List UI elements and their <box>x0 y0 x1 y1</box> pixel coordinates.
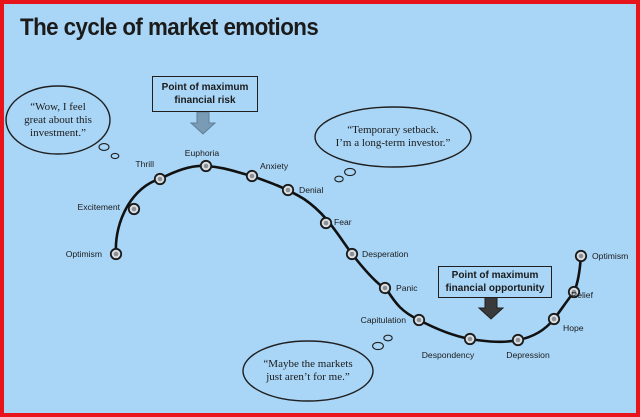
stage-optimism-return: Optimism <box>574 249 628 263</box>
stage-label-anxiety: Anxiety <box>260 161 289 171</box>
stage-marker-core-panic <box>382 285 388 291</box>
stage-label-panic: Panic <box>396 283 418 293</box>
thought-bubble-dot <box>110 152 120 160</box>
stage-label-desperation: Desperation <box>362 249 409 259</box>
stage-marker-core-relief <box>571 289 577 295</box>
euphoric-thought-line2: great about this <box>24 113 92 126</box>
stage-marker-core-excitement <box>131 206 137 212</box>
stage-hope: Hope <box>547 312 584 333</box>
stage-label-despondency: Despondency <box>422 350 475 360</box>
stage-fear: Fear <box>319 216 352 230</box>
stage-marker-core-depression <box>515 337 521 343</box>
capitulation-thought-text: “Maybe the markets just aren’t for me.” <box>246 344 370 398</box>
denial-thought-line2: I’m a long-term investor.” <box>335 137 451 149</box>
risk-callout-box: Point of maximum financial risk <box>152 76 258 112</box>
thought-bubble-dot <box>98 143 110 151</box>
opportunity-callout-line1: Point of maximum <box>451 270 539 281</box>
stage-label-optimism-return: Optimism <box>592 251 628 261</box>
risk-callout-line1: Point of maximum <box>161 82 249 93</box>
stage-marker-core-desperation <box>349 251 355 257</box>
stage-marker-core-hope <box>551 316 557 322</box>
stage-euphoria: Euphoria <box>185 148 220 173</box>
stage-marker-core-anxiety <box>249 173 255 179</box>
denial-thought-line1: “Temporary setback. <box>347 124 439 136</box>
emotion-cycle-diagram: Optimism Excitement Thrill EuphoriaAnxietyD… <box>5 85 629 402</box>
denial-thought-bubble <box>314 106 472 168</box>
euphoric-thought-line1: “Wow, I feel <box>30 100 86 113</box>
capitulation-thought-line2: just aren’t for me.” <box>266 371 350 383</box>
opportunity-pointer-arrow <box>477 296 505 320</box>
opportunity-callout-line2: financial opportunity <box>445 283 545 294</box>
stage-marker-core-capitulation <box>416 317 422 323</box>
euphoric-thought-text: “Wow, I feel great about this investment… <box>10 88 106 152</box>
stage-label-denial: Denial <box>299 185 323 195</box>
thought-bubble-dot <box>383 334 393 342</box>
stage-marker-core-thrill <box>157 176 163 182</box>
stage-depression: Depression <box>506 333 550 360</box>
stage-optimism: Optimism <box>66 247 123 261</box>
diagram-title: The cycle of market emotions <box>20 14 319 41</box>
opportunity-callout-box: Point of maximum financial opportunity <box>438 266 552 298</box>
risk-callout-line2: financial risk <box>174 95 236 106</box>
stage-label-excitement: Excitement <box>77 202 120 212</box>
thought-bubble-dot <box>334 175 344 183</box>
stage-marker-core-optimism-return <box>578 253 584 259</box>
thought-bubble-dot <box>372 341 384 351</box>
stage-excitement: Excitement <box>77 202 141 216</box>
stage-capitulation: Capitulation <box>361 313 426 327</box>
stage-marker-core-euphoria <box>203 163 209 169</box>
capitulation-thought-line1: “Maybe the markets <box>263 358 353 370</box>
denial-thought-text: “Temporary setback. I’m a long-term inve… <box>319 110 467 164</box>
stage-label-optimism: Optimism <box>66 249 102 259</box>
euphoric-thought-bubble <box>5 85 111 155</box>
stage-label-hope: Hope <box>563 323 584 333</box>
capitulation-thought-bubble <box>242 340 374 402</box>
stage-denial: Denial <box>281 183 323 197</box>
thought-bubble-dot <box>344 167 356 177</box>
stage-marker-core-denial <box>285 187 291 193</box>
stage-label-thrill: Thrill <box>135 159 154 169</box>
stage-label-depression: Depression <box>506 350 550 360</box>
stage-despondency: Despondency <box>422 332 477 360</box>
stage-label-fear: Fear <box>334 217 352 227</box>
stage-marker-core-fear <box>323 220 329 226</box>
stage-relief: Relief <box>567 285 594 300</box>
stage-label-relief: Relief <box>571 290 594 300</box>
risk-pointer-arrow <box>189 111 217 135</box>
stage-marker-core-optimism <box>113 251 119 257</box>
stage-markers: Optimism Excitement Thrill EuphoriaAnxietyD… <box>66 148 629 360</box>
stage-label-capitulation: Capitulation <box>361 315 407 325</box>
stage-desperation: Desperation <box>345 247 409 261</box>
euphoric-thought-line3: investment.” <box>30 126 86 139</box>
stage-label-euphoria: Euphoria <box>185 148 220 158</box>
stage-thrill: Thrill <box>135 159 167 186</box>
stage-anxiety: Anxiety <box>245 161 289 183</box>
stage-marker-core-despondency <box>467 336 473 342</box>
stage-panic: Panic <box>378 281 418 295</box>
